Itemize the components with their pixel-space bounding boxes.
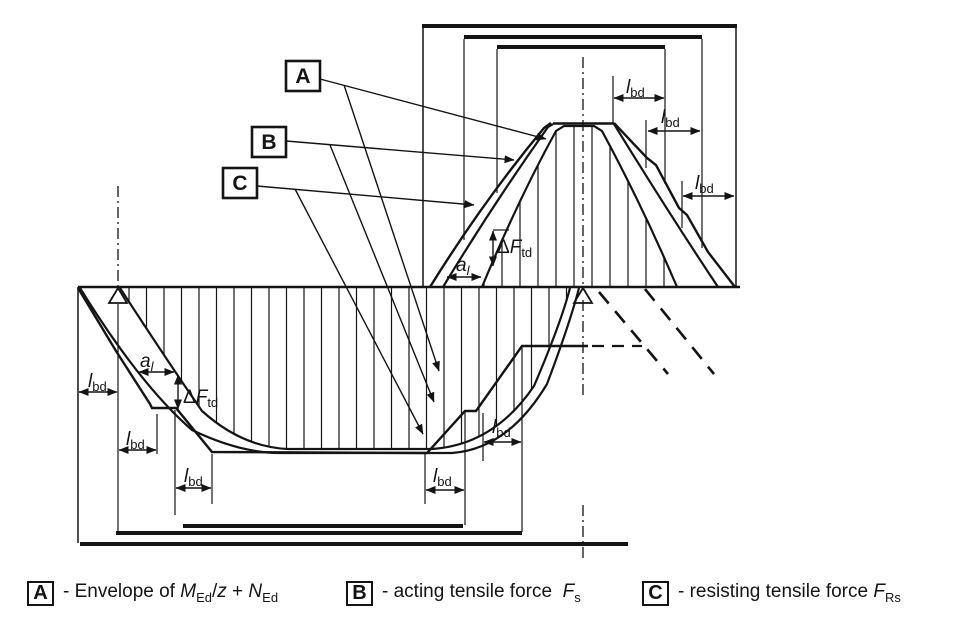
- lbd-label: lbd: [626, 77, 645, 100]
- callout-box-a: [284, 59, 322, 93]
- lbd-label: lbd: [695, 173, 714, 196]
- resisting-force-c-bottom: [76, 287, 588, 455]
- callouts: A B C: [221, 59, 547, 435]
- leader-b-top: [285, 140, 515, 164]
- legend-box-b: B: [346, 580, 373, 606]
- lbd-label: lbd: [492, 417, 511, 440]
- bottom-span-region: lbd lbd lbd lbd lbd al ΔFtd: [76, 57, 740, 560]
- al-label: al: [456, 255, 471, 278]
- leader-a-top: [319, 78, 547, 141]
- legend-item-a: A - Envelope of MEd/z + NEd: [27, 579, 278, 607]
- resisting-force-c-top-right: [613, 122, 736, 288]
- legend-box-a: A: [27, 580, 54, 606]
- callout-letter-b: B: [261, 131, 276, 154]
- legend-text-c: - resisting tensile force FRs: [678, 581, 901, 605]
- top-support-region: lbd lbd lbd al ΔFtd: [422, 24, 737, 288]
- legend-item-c: C - resisting tensile force FRs: [642, 579, 901, 607]
- legend-text-b: - acting tensile force Fs: [382, 581, 581, 605]
- legend-item-b: B - acting tensile force Fs: [346, 579, 581, 607]
- legend-box-c: C: [642, 580, 669, 606]
- leader-c-bottom: [294, 188, 424, 435]
- lbd-label: lbd: [88, 371, 107, 394]
- callout-box-b: [250, 125, 288, 159]
- dftd-label: ΔFtd: [183, 387, 218, 410]
- envelope-a-top: [480, 124, 679, 288]
- acting-force-b-top-right: [613, 123, 719, 288]
- lbd-label: lbd: [661, 107, 680, 130]
- lbd-label: lbd: [126, 429, 145, 452]
- callout-letter-c: C: [232, 172, 247, 195]
- callout-letter-a: A: [295, 65, 310, 88]
- envelope-dashed-continuation-1: [598, 291, 669, 375]
- envelope-dashed-continuation-2: [643, 288, 716, 375]
- lbd-label: lbd: [184, 466, 203, 489]
- leader-a-bottom: [343, 84, 440, 372]
- dftd-label: ΔFtd: [497, 237, 532, 260]
- callout-box-c: [221, 166, 259, 200]
- lbd-label: lbd: [433, 466, 452, 489]
- al-label: al: [140, 351, 155, 374]
- support-triangle-left: [107, 286, 129, 304]
- envelope-a-bottom: [119, 287, 572, 451]
- leader-b-bottom: [329, 144, 435, 403]
- legend-text-a: - Envelope of MEd/z + NEd: [63, 581, 279, 605]
- leader-c-top: [256, 185, 475, 209]
